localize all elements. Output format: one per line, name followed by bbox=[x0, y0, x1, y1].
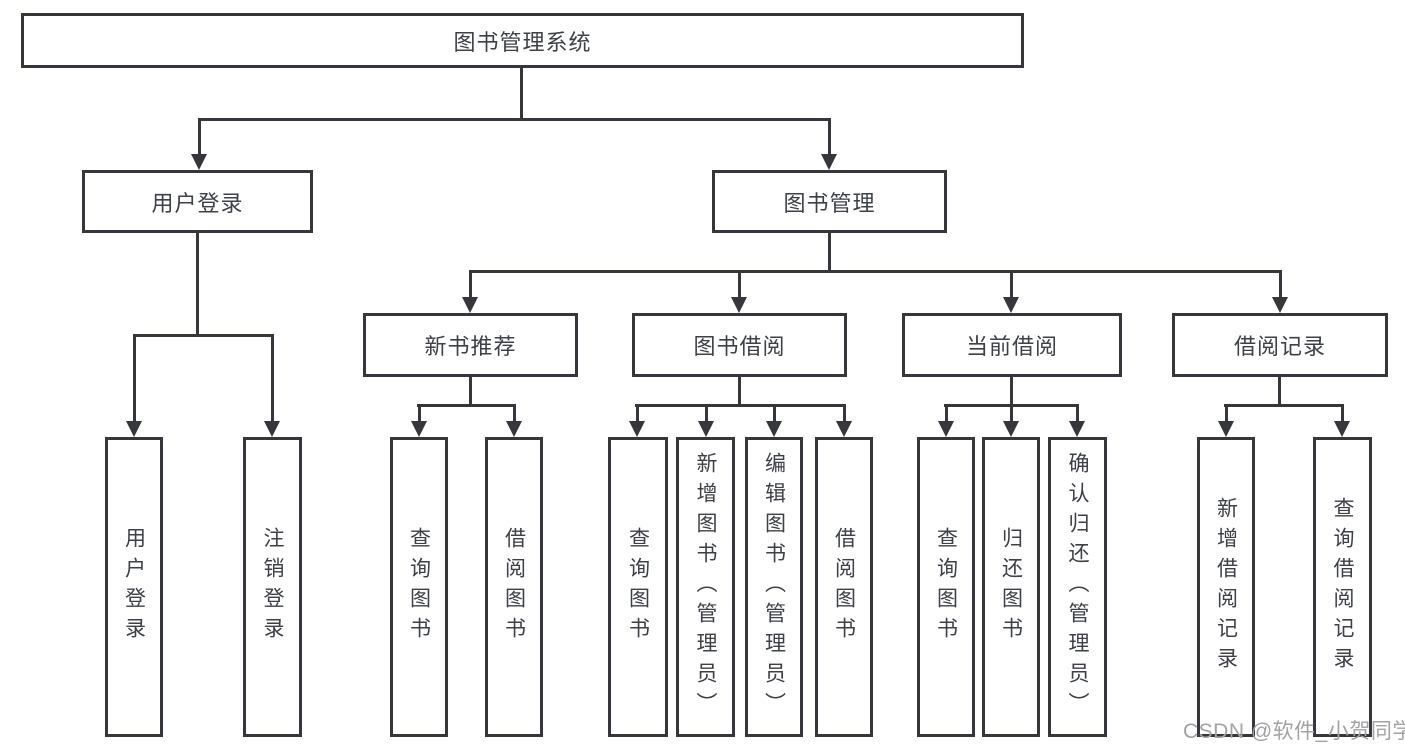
arrow-newbook-leaf1 bbox=[411, 406, 427, 437]
connector-book-mgmt-stub bbox=[828, 233, 831, 273]
connector-user-login-stub bbox=[196, 233, 199, 337]
connector-root-split bbox=[198, 118, 831, 121]
leaf-borrow-books: 借阅图书 bbox=[815, 437, 873, 737]
node-user-login: 用户登录 bbox=[82, 170, 313, 233]
connector-user-login-split bbox=[133, 334, 274, 337]
connector-current-borrow-split bbox=[944, 404, 1079, 407]
leaf-query-books-recommend: 查询图书 bbox=[390, 437, 448, 737]
arrow-bookborrow-leaf3 bbox=[766, 406, 782, 437]
arrow-to-current-borrow bbox=[1003, 272, 1019, 313]
connector-book-borrow-stub bbox=[738, 377, 741, 407]
arrow-bookborrow-leaf2 bbox=[698, 406, 714, 437]
node-book-management: 图书管理 bbox=[712, 170, 947, 233]
connector-current-borrow-stub bbox=[1010, 377, 1013, 407]
leaf-query-borrow-record: 查询借阅记录 bbox=[1313, 437, 1372, 737]
node-library-management-system: 图书管理系统 bbox=[21, 13, 1024, 68]
arrow-currentborrow-leaf1 bbox=[938, 406, 954, 437]
node-current-borrowing: 当前借阅 bbox=[902, 313, 1122, 377]
arrow-borrowrecords-leaf1 bbox=[1218, 406, 1234, 437]
leaf-user-login: 用户登录 bbox=[105, 437, 163, 737]
arrow-currentborrow-leaf2 bbox=[1003, 406, 1019, 437]
arrow-to-book-borrow bbox=[731, 272, 747, 313]
arrow-to-borrow-records bbox=[1272, 272, 1288, 313]
connector-borrow-records-stub bbox=[1278, 377, 1281, 407]
leaf-edit-books-admin: 编辑图书（管理员） bbox=[745, 437, 803, 737]
arrow-borrowrecords-leaf2 bbox=[1334, 406, 1350, 437]
arrow-to-leaf-user-login bbox=[126, 336, 142, 437]
node-borrowing-records: 借阅记录 bbox=[1172, 313, 1388, 377]
arrow-newbook-leaf2 bbox=[506, 406, 522, 437]
arrow-to-leaf-logout bbox=[264, 336, 280, 437]
leaf-return-books: 归还图书 bbox=[982, 437, 1040, 737]
arrow-currentborrow-leaf3 bbox=[1069, 406, 1085, 437]
arrow-to-user-login bbox=[191, 120, 207, 170]
leaf-logout: 注销登录 bbox=[243, 437, 302, 737]
leaf-borrow-books-recommend: 借阅图书 bbox=[485, 437, 543, 737]
connector-book-borrow-split bbox=[635, 404, 846, 407]
arrow-to-new-book-rec bbox=[462, 272, 478, 313]
connector-new-book-split bbox=[417, 404, 516, 407]
connector-root-stub bbox=[520, 68, 523, 121]
arrow-to-book-management bbox=[821, 120, 837, 170]
connector-borrow-records-split bbox=[1224, 404, 1344, 407]
node-book-borrowing: 图书借阅 bbox=[632, 313, 847, 377]
csdn-watermark: CSDN @软件_小贺同学 bbox=[1183, 720, 1405, 743]
connector-new-book-stub bbox=[469, 377, 472, 407]
leaf-add-books-admin: 新增图书（管理员） bbox=[676, 437, 735, 737]
node-new-book-recommendation: 新书推荐 bbox=[363, 313, 578, 377]
arrow-bookborrow-leaf4 bbox=[836, 406, 852, 437]
arrow-bookborrow-leaf1 bbox=[629, 406, 645, 437]
leaf-add-borrow-record: 新增借阅记录 bbox=[1197, 437, 1255, 737]
leaf-query-books-current: 查询图书 bbox=[917, 437, 975, 737]
leaf-query-books-borrow: 查询图书 bbox=[608, 437, 668, 737]
leaf-confirm-return-admin: 确认归还（管理员） bbox=[1048, 437, 1107, 737]
connector-book-mgmt-split bbox=[469, 270, 1282, 273]
